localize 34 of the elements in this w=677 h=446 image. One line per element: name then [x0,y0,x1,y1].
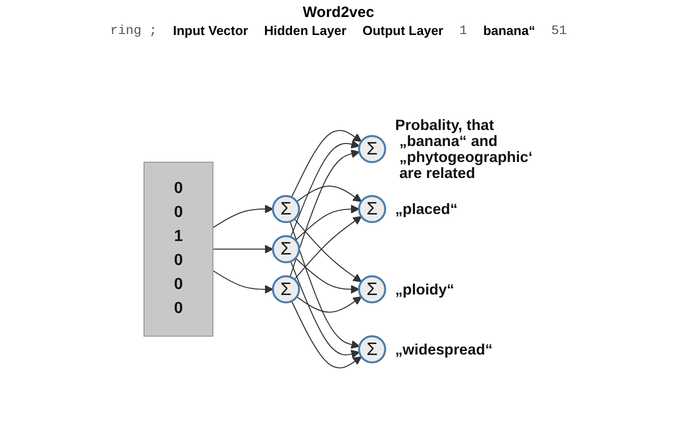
arrow [296,296,362,312]
arrow [291,300,362,368]
node-circle [358,194,386,223]
diagram-title: Word2vec [302,4,374,21]
arrow [291,130,362,198]
arrow [290,220,360,348]
arrow [290,260,360,358]
arrow [295,204,360,240]
network-diagram: 0 0 1 0 0 0 Σ Σ Σ Σ Σ Σ Σ Probality, that „banana“ and „phytogeographic‘ are related „placed“ „ploidy“ „widespread“ [139,112,538,372]
arrow [212,204,274,228]
arrow [296,185,362,202]
node-circle [272,274,300,303]
stray-text: 51 [551,23,567,38]
arrow [290,149,360,277]
layer-label: Input Vector [172,23,248,38]
stray-text: 1 [459,23,468,38]
output-label: „placed“ [395,200,458,218]
arrow [212,244,274,254]
layer-label: Hidden Layer [264,23,346,38]
output-label: „ploidy“ [395,280,454,298]
stray-text: ring ; [110,23,157,38]
arrow [290,140,360,238]
layer-label: Output Layer [362,23,444,38]
output-label: Probality, that „banana“ and „phytogeographic‘ are related [395,116,533,182]
node-box [144,161,214,336]
node-circle [358,274,386,303]
node-circle [272,194,300,223]
arrow [295,257,360,294]
layer-label: banana“ [483,23,536,38]
arrow [212,270,274,294]
output-label: „widespread“ [395,340,493,358]
node-circle [272,234,300,263]
node-circle [358,334,386,363]
node-circle [358,134,386,163]
